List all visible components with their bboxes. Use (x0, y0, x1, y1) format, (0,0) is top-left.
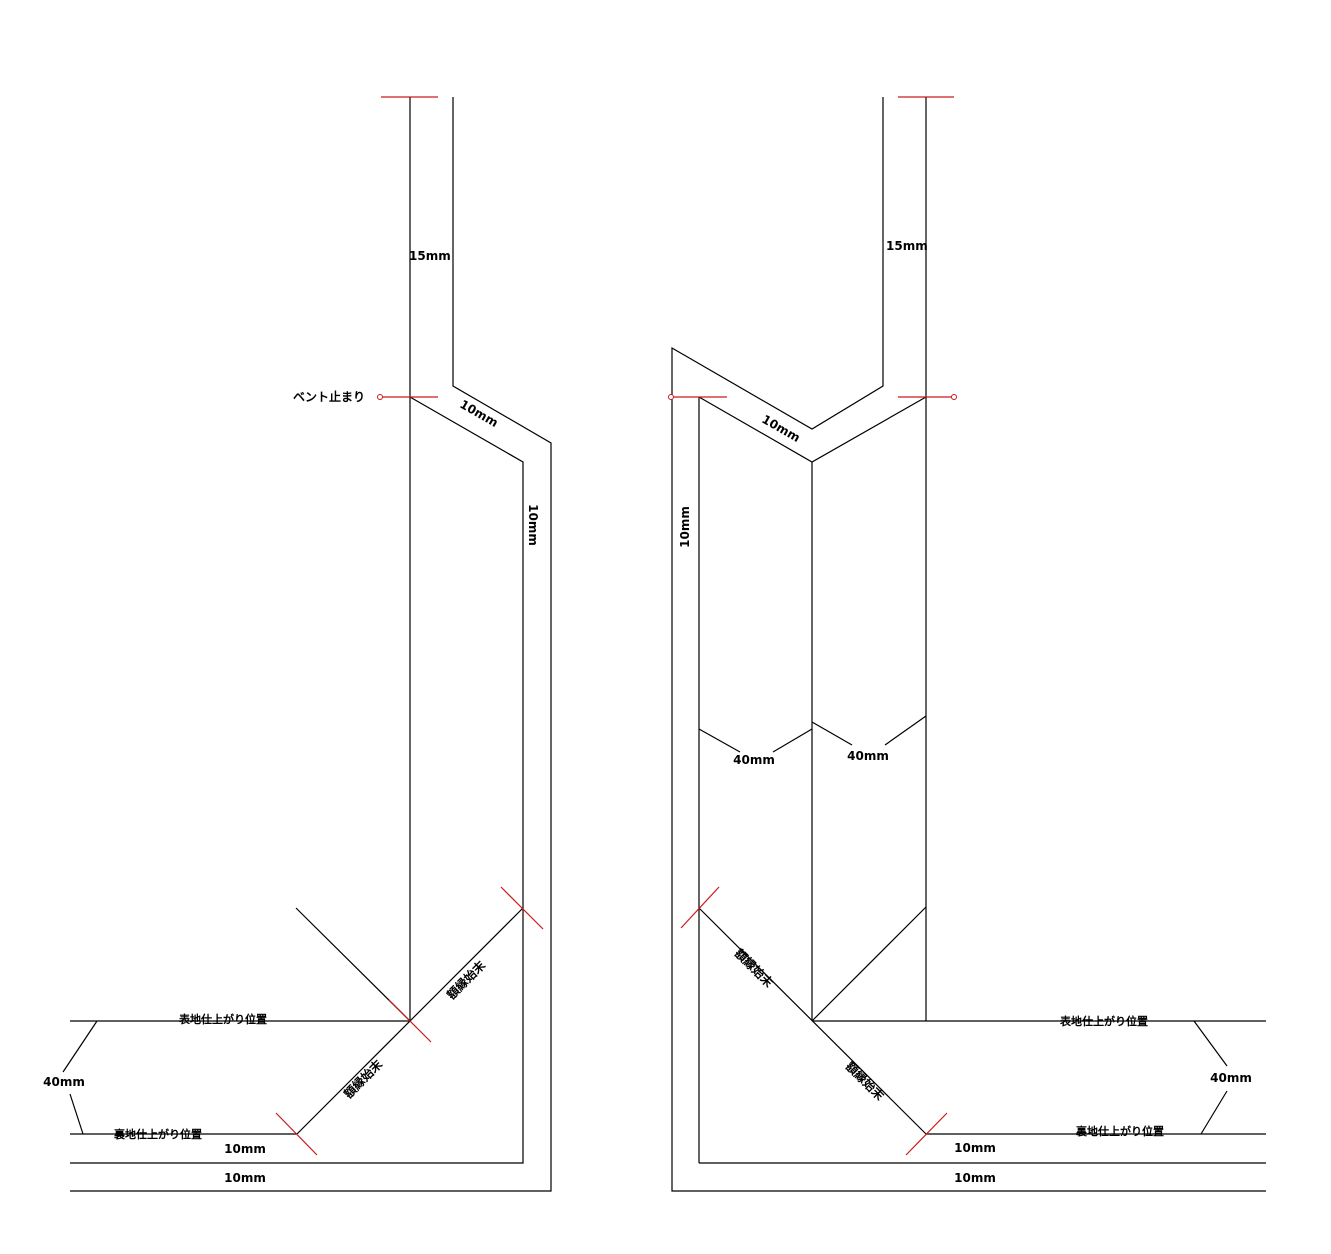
right-labels: 15mm 10mm 10mm 40mm 40mm 額縁始末 額縁始末 表地仕上が… (678, 239, 1252, 1185)
right-hem-40-label: 40mm (1210, 1071, 1252, 1085)
left-hem-40-label: 40mm (43, 1075, 85, 1089)
left-hem-10-b-label: 10mm (224, 1171, 266, 1185)
left-seam-10-diag-label: 10mm (457, 397, 500, 430)
left-labels: 15mm ベント止まり 10mm 10mm 額縁始末 額縁始末 表地仕上がり位置… (43, 249, 540, 1185)
left-seam-10-vert-label: 10mm (526, 504, 540, 546)
left-lining-finish-label: 裏地仕上がり位置 (113, 1127, 202, 1141)
right-width-40-a-label: 40mm (733, 753, 775, 767)
right-outer-finish-label: 表地仕上がり位置 (1059, 1014, 1148, 1028)
right-miter-lower-label: 額縁始末 (842, 1058, 888, 1104)
left-pattern: 15mm ベント止まり 10mm 10mm 額縁始末 額縁始末 表地仕上がり位置… (43, 96, 552, 1192)
right-width-40-b-label: 40mm (847, 749, 889, 763)
left-seam-15-label: 15mm (409, 249, 451, 263)
right-lining-finish-label: 裏地仕上がり位置 (1075, 1124, 1164, 1138)
right-seam-15-label: 15mm (886, 239, 928, 253)
right-pattern: 15mm 10mm 10mm 40mm 40mm 額縁始末 額縁始末 表地仕上が… (668, 96, 1266, 1192)
left-markers (275, 96, 544, 1156)
left-miter-upper-label: 額縁始末 (443, 957, 489, 1003)
right-hem-10-b-label: 10mm (954, 1171, 996, 1185)
left-vent-stop-label: ベント止まり (293, 389, 365, 404)
right-markers (668, 96, 957, 1156)
right-outline (671, 97, 1266, 1192)
right-hem-10-a-label: 10mm (954, 1141, 996, 1155)
right-seam-10-vert-label: 10mm (678, 506, 692, 548)
left-miter-lower-label: 額縁始末 (340, 1056, 386, 1102)
left-outline (62, 97, 552, 1192)
left-outer-finish-label: 表地仕上がり位置 (178, 1012, 267, 1026)
right-seam-10-diag-label: 10mm (759, 412, 802, 445)
left-hem-10-a-label: 10mm (224, 1142, 266, 1156)
right-miter-upper-label: 額縁始末 (731, 945, 777, 991)
